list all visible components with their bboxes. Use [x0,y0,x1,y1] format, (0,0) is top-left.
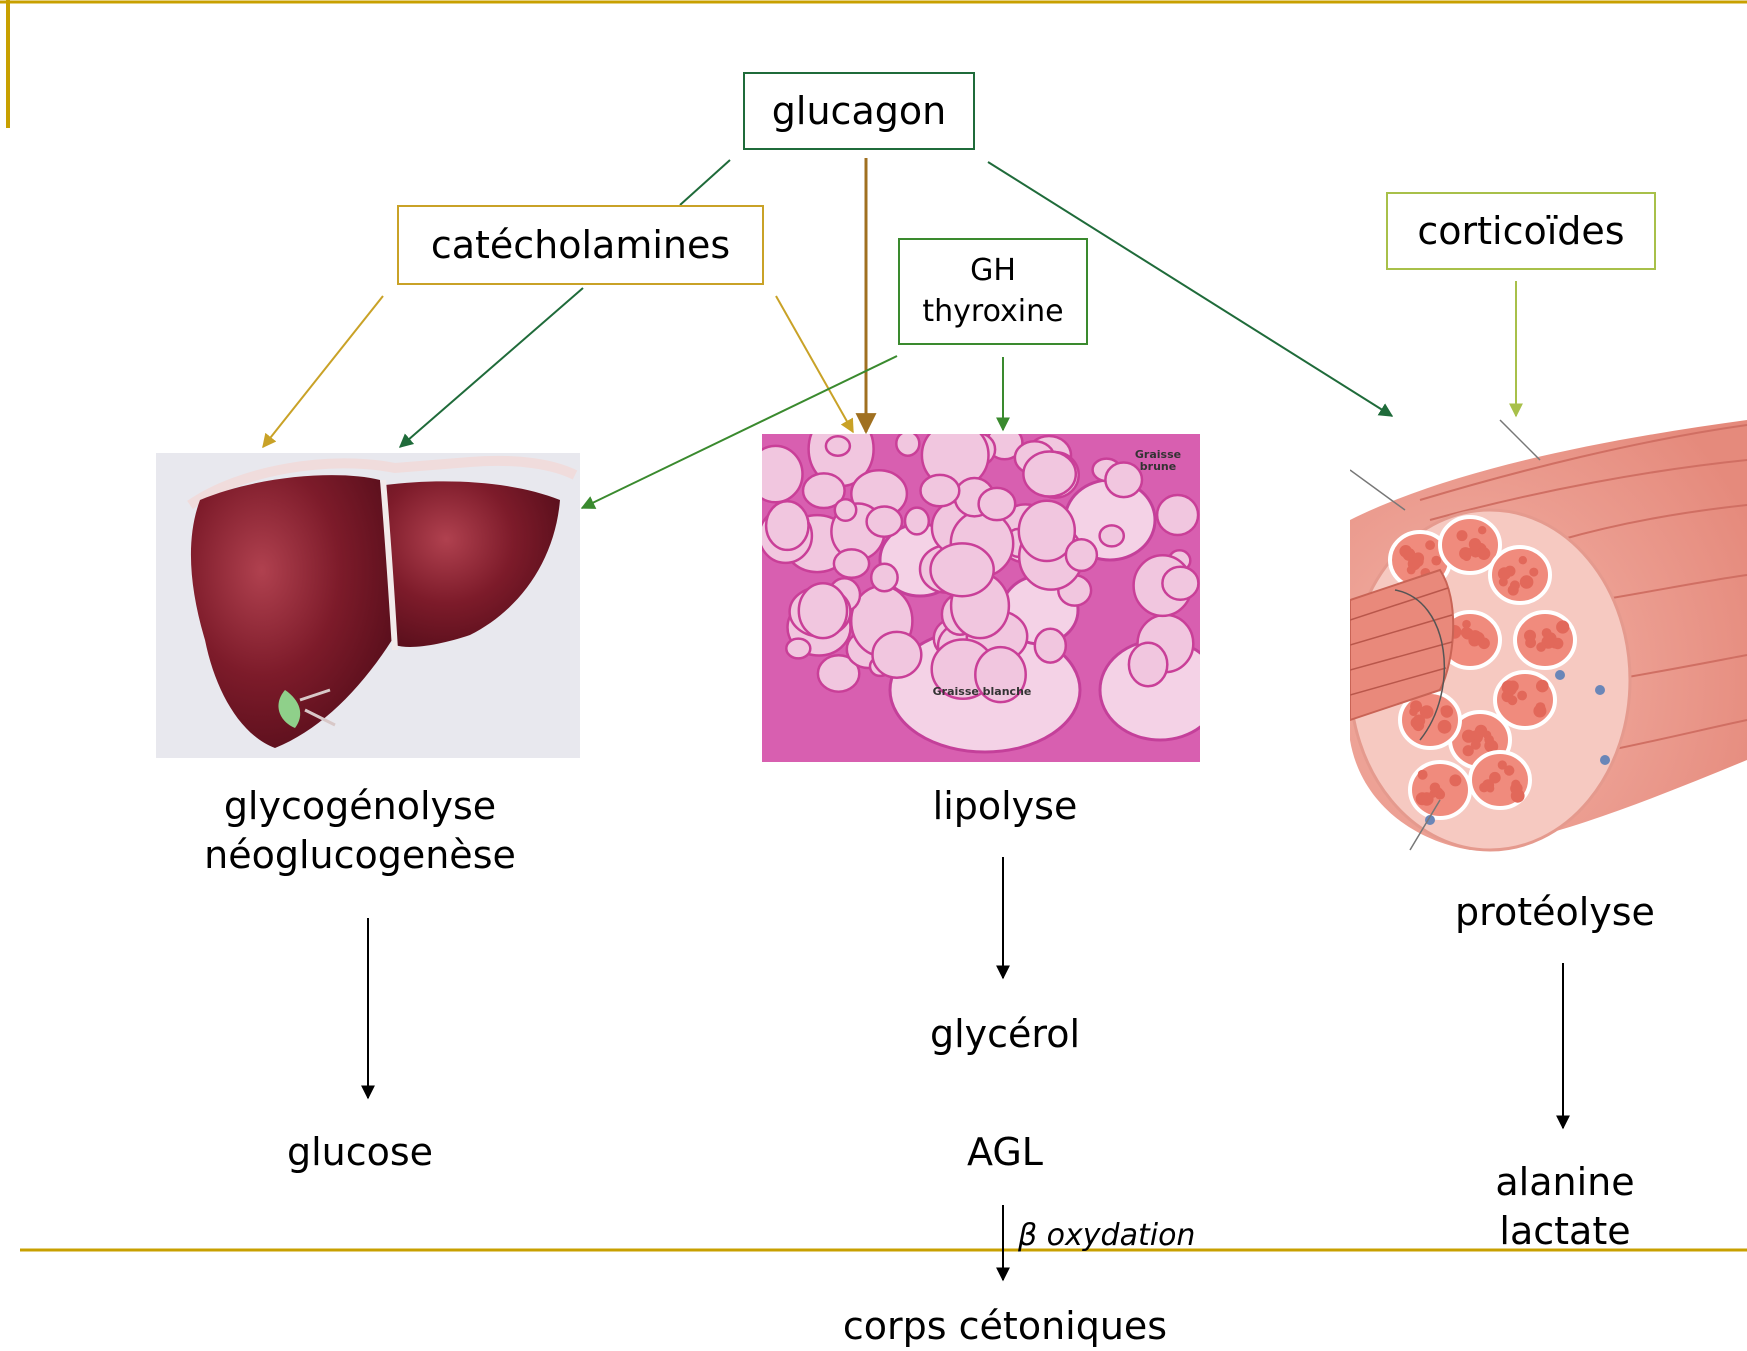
lipolyse-label: lipolyse [880,782,1130,831]
corps-cetoniques-label: corps cétoniques [780,1302,1230,1351]
catecholamines-label: catécholamines [431,223,730,267]
lactate-label: lactate [1460,1207,1670,1256]
alanine-lactate-label: alanine lactate [1460,1158,1670,1257]
neoglucogenese-label: néoglucogenèse [160,831,560,880]
gh-thyroxine-box: GH thyroxine [898,238,1088,345]
arrow-catecholamines-to-fat [776,296,853,432]
corticoides-label: corticoïdes [1417,209,1624,253]
liver-image [156,453,580,758]
glycerol-label: glycérol [880,1010,1130,1059]
gh-label: GH [970,251,1016,292]
glucagon-link-line [680,160,730,205]
glucagon-label: glucagon [772,89,946,133]
glycogenolyse-neoglucogenese-label: glycogénolyse néoglucogenèse [160,782,560,881]
adipose-tissue-image: Graisse brune Graisse blanche [749,412,1221,762]
brown-fat-label-line2: brune [1140,460,1176,473]
corticoides-box: corticoïdes [1386,192,1656,270]
thyroxine-label: thyroxine [922,292,1063,333]
glycogenolyse-label: glycogénolyse [160,782,560,831]
proteolyse-label: protéolyse [1410,888,1700,937]
alanine-label: alanine [1460,1158,1670,1207]
agl-label: AGL [930,1128,1080,1177]
glucose-label: glucose [260,1128,460,1177]
muscle-image [1350,418,1747,858]
glucagon-box: glucagon [743,72,975,150]
white-fat-label: Graisse blanche [933,685,1032,698]
arrow-catecholamines-to-liver-green [400,288,583,447]
catecholamines-box: catécholamines [397,205,764,285]
arrow-catecholamines-to-liver [263,296,383,447]
beta-oxydation-label: β oxydation [1018,1216,1195,1255]
